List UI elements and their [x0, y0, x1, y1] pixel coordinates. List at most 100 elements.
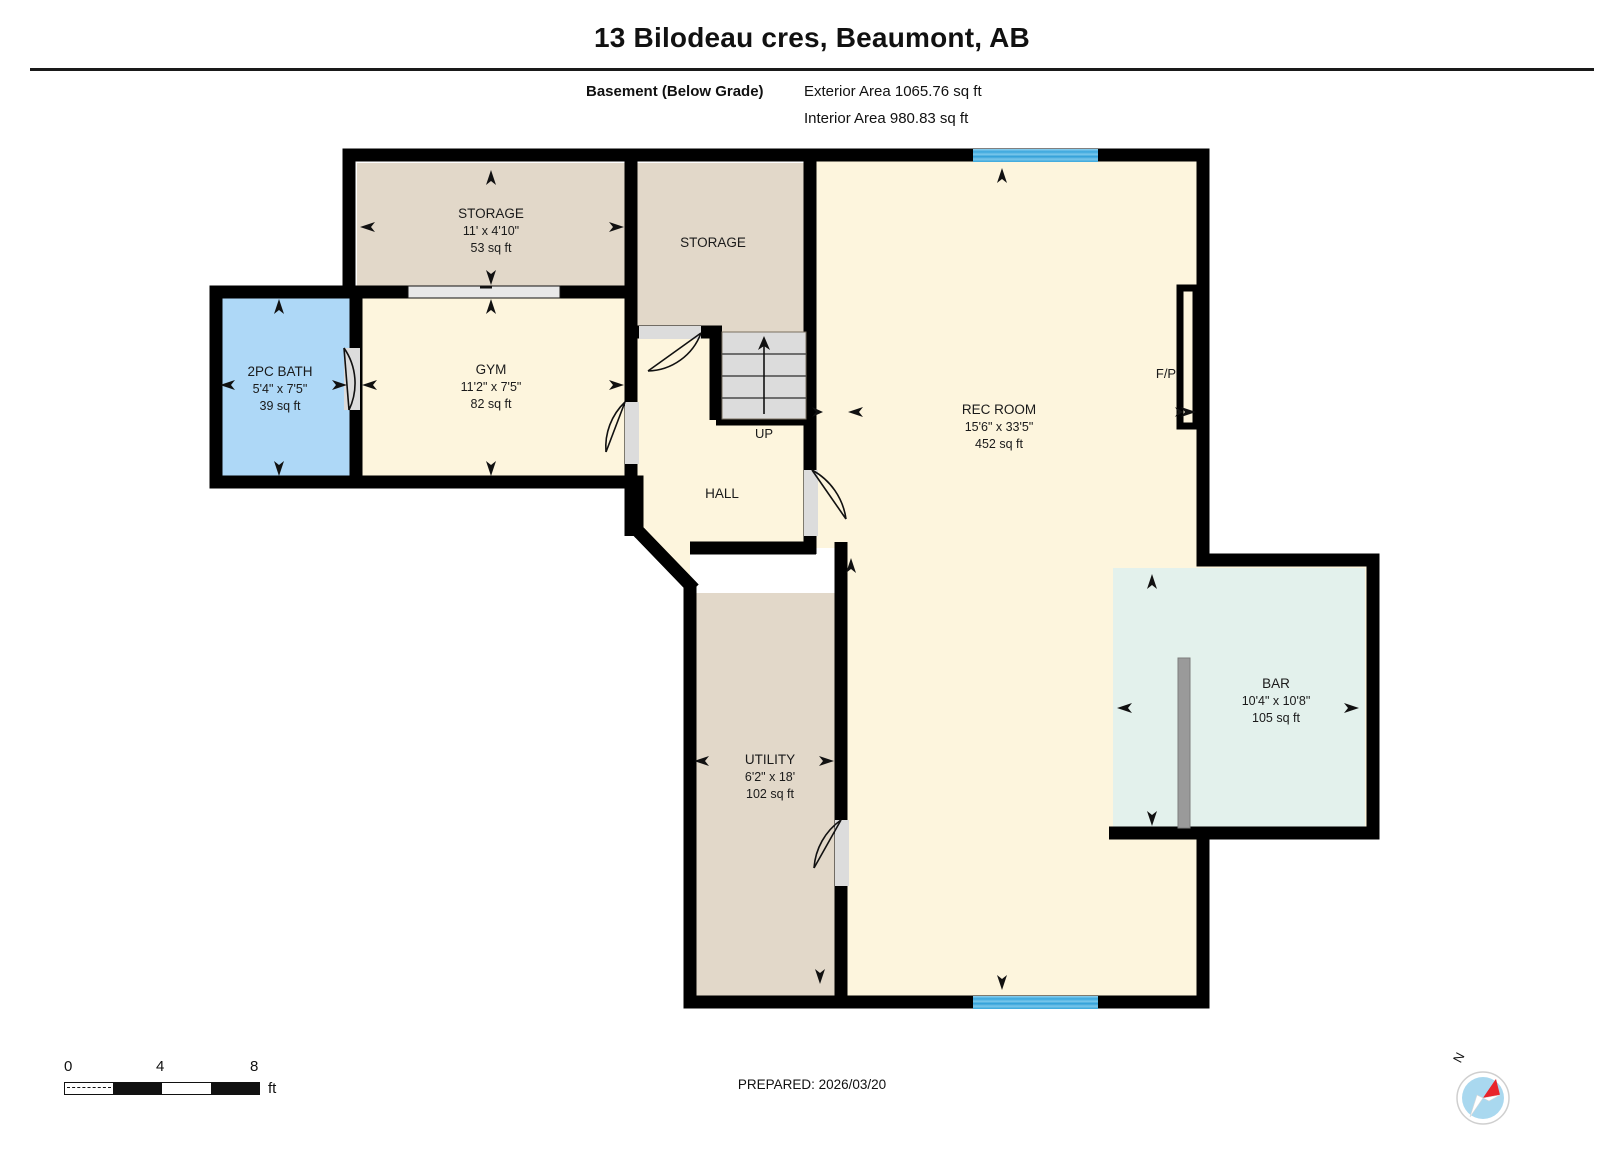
room-dim-bar: 10'4" x 10'8" [1242, 694, 1311, 708]
door-opening-gym-hall [625, 402, 639, 464]
page-title: 13 Bilodeau cres, Beaumont, AB [594, 22, 1030, 53]
door-swing-hall-rec [811, 469, 847, 520]
room-name-storage-upper: STORAGE [458, 206, 524, 221]
room-area-bath: 39 sq ft [260, 399, 302, 413]
room-fill-bath [216, 293, 350, 482]
dimension-arrows [220, 168, 1359, 990]
stairs-arrow-head-icon [758, 336, 770, 350]
level-label: Basement (Below Grade) [586, 83, 764, 100]
dim-arrow-icon [360, 222, 375, 232]
room-fill-gym [357, 293, 627, 482]
scale-segment-filled [113, 1083, 162, 1094]
bar-counter-block [1177, 657, 1191, 829]
dim-arrow-icon [815, 969, 825, 984]
bar-counter [1177, 657, 1191, 829]
door-opening-hall-rec [804, 470, 818, 536]
dim-arrow-icon [819, 756, 834, 766]
room-labels: STORAGE 11' x 4'10" 53 sq ft STORAGE 2PC… [247, 206, 1310, 801]
dim-arrow-icon [997, 168, 1007, 183]
room-name-hall: HALL [705, 486, 739, 501]
dim-arrow-icon [997, 975, 1007, 990]
dim-arrow-icon [486, 170, 496, 185]
scale-segment-filled [211, 1083, 259, 1094]
scale-bar-graphic [64, 1082, 260, 1095]
dim-arrow-icon [1344, 703, 1359, 713]
scale-numbers: 0 4 8 [64, 1058, 284, 1078]
dim-arrow-icon [274, 461, 284, 476]
dim-arrow-icon [1147, 811, 1157, 826]
room-name-bar: BAR [1262, 676, 1290, 691]
room-name-gym: GYM [476, 362, 507, 377]
scale-num-max: 8 [250, 1058, 259, 1075]
windows [973, 149, 1098, 1009]
room-name-utility: UTILITY [745, 752, 795, 767]
door-leaf-utility-rec [813, 819, 842, 869]
window-bottom [973, 996, 1098, 1009]
dim-arrow-icon [609, 222, 624, 232]
dim-arrow-icon [1147, 574, 1157, 589]
scale-num-zero: 0 [64, 1058, 73, 1075]
room-dim-bath: 5'4" x 7'5" [253, 382, 308, 396]
room-area-utility: 102 sq ft [746, 787, 794, 801]
scale-unit-label: ft [268, 1080, 277, 1097]
door-leaf-bath [343, 347, 350, 411]
room-dim-gym: 11'2" x 7'5" [461, 380, 522, 394]
dim-arrow-icon [274, 299, 284, 314]
interior-area-text: Interior Area 980.83 sq ft [804, 110, 969, 127]
room-area-storage-upper: 53 sq ft [471, 241, 513, 255]
fireplace-niche [1176, 284, 1200, 430]
fireplace-label: F/P [1156, 366, 1176, 381]
room-dim-utility: 6'2" x 18' [745, 770, 795, 784]
scale-num-mid: 4 [156, 1058, 165, 1075]
door-leaf-gym-hall [605, 401, 626, 453]
prepared-date: PREPARED: 2026/03/20 [737, 1077, 887, 1092]
dim-arrow-icon [220, 380, 235, 390]
room-name-rec-room: REC ROOM [962, 402, 1036, 417]
door-swing-utility-rec [813, 819, 842, 869]
doors [343, 285, 849, 886]
door-swing-storage-hall [647, 332, 702, 372]
dim-arrow-icon [846, 558, 856, 573]
room-area-gym: 82 sq ft [471, 397, 513, 411]
scale-dash-segment [67, 1087, 111, 1089]
room-fills [216, 155, 1373, 1002]
room-area-bar: 105 sq ft [1252, 711, 1300, 725]
room-dim-storage-upper: 11' x 4'10" [463, 224, 519, 238]
door-opening-utility-rec [835, 820, 849, 886]
scale-bar: 0 4 8 ft [64, 1058, 324, 1118]
stairs: UP [721, 331, 807, 441]
room-fill-bar [1113, 568, 1365, 830]
compass-rose: N [1448, 1050, 1514, 1128]
dim-arrow-icon [486, 270, 496, 285]
dim-arrow-icon [694, 756, 709, 766]
room-name-storage-mid: STORAGE [680, 235, 746, 250]
room-area-rec-room: 452 sq ft [975, 437, 1023, 451]
title-divider [30, 68, 1594, 71]
door-swing-gym-hall [604, 401, 626, 453]
room-fill-storage-mid [637, 163, 804, 332]
stairs-up-label: UP [755, 426, 773, 441]
window-top [973, 149, 1098, 162]
dim-arrow-icon [486, 461, 496, 476]
area-summary: Basement (Below Grade) Exterior Area 106… [0, 83, 1624, 143]
dim-arrow-icon [1117, 703, 1132, 713]
dim-arrow-icon [1181, 407, 1196, 417]
room-dim-rec-room: 15'6" x 33'5" [965, 420, 1034, 434]
fireplace: F/P [1156, 284, 1200, 430]
door-swing-bath [343, 347, 356, 411]
dim-arrow-icon [812, 407, 823, 417]
compass-icon [1456, 1071, 1510, 1125]
dim-arrow-icon [486, 299, 496, 314]
dim-arrow-icon [1175, 407, 1183, 417]
exterior-area-text: Exterior Area 1065.76 sq ft [804, 83, 982, 100]
door-leaf-storage-hall [647, 332, 702, 372]
dim-arrow-icon [848, 407, 863, 417]
dim-arrow-icon [332, 380, 347, 390]
room-name-bath: 2PC BATH [247, 364, 312, 379]
door-leaf-hall-rec [811, 469, 847, 520]
dim-arrow-icon [609, 380, 624, 390]
dim-arrow-icon [362, 380, 377, 390]
wall-hall-diagonal [632, 525, 699, 594]
